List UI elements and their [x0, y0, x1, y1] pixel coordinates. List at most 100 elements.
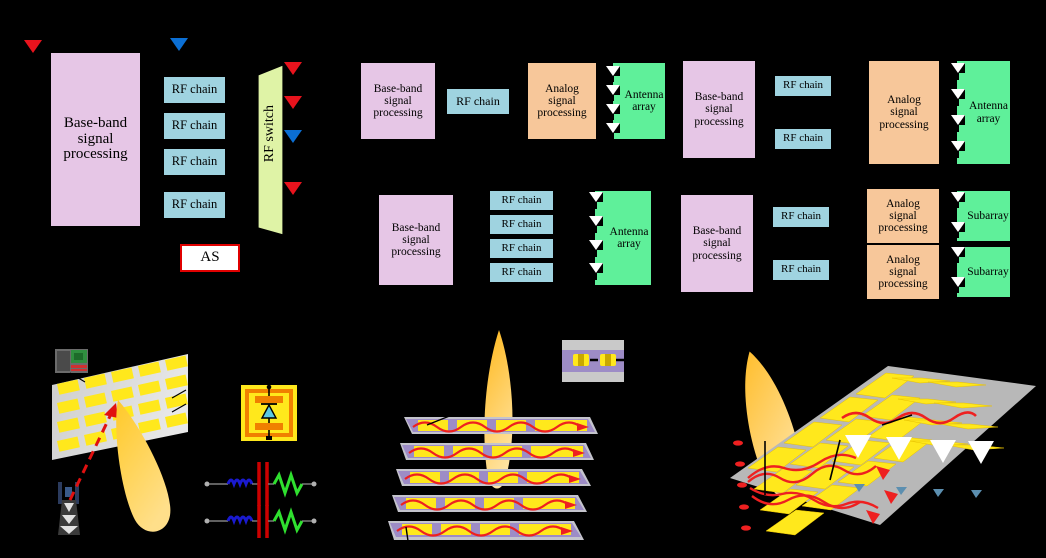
- antenna-stem: [957, 232, 959, 238]
- analog-block: Analog signal processing: [527, 62, 597, 140]
- rf-chain-block: RF chain: [446, 88, 510, 115]
- antenna-icon: [951, 141, 965, 151]
- antenna-stem: [957, 151, 959, 158]
- wave-arrowheads: [866, 466, 898, 524]
- triangle-marker-red: [284, 96, 302, 109]
- rf-chain-block: RF chain: [163, 148, 226, 176]
- incident-wave-small-arrows: [854, 484, 982, 498]
- antenna-array-block: Antenna array: [612, 62, 666, 140]
- antenna-icon: [606, 85, 620, 95]
- antenna-stem: [595, 202, 597, 209]
- antenna-icon: [951, 89, 965, 99]
- baseband-block: Base-band signal processing: [50, 52, 141, 227]
- antenna-stem: [957, 257, 959, 263]
- antenna-icon: [951, 115, 965, 125]
- antenna-stem: [595, 273, 597, 280]
- antenna-stem: [612, 114, 614, 120]
- antenna-icon: [606, 123, 620, 133]
- triangle-marker-red: [284, 182, 302, 195]
- patch-detail-inset: [562, 340, 630, 382]
- antenna-icon: [951, 192, 965, 202]
- subarray-block: Subarray: [956, 190, 1011, 242]
- chip-leader-line: [69, 372, 86, 383]
- antenna-icon: [589, 216, 603, 226]
- antenna-stem: [612, 76, 614, 82]
- surface-waves: [747, 453, 879, 510]
- waveguide-row: [396, 469, 591, 486]
- reference-wave: [841, 411, 977, 425]
- planar-array-panel: [730, 366, 1036, 536]
- antenna-stem: [957, 125, 959, 132]
- pcb-chip-icon: [55, 349, 88, 373]
- incident-beam-arrow: [68, 403, 118, 501]
- antenna-icon: [589, 240, 603, 250]
- antenna-stem: [612, 133, 614, 139]
- rf-chain-block: RF chain: [774, 75, 832, 97]
- rf-chain-block: RF chain: [772, 259, 830, 281]
- antenna-stem: [612, 95, 614, 101]
- antenna-stem: [957, 287, 959, 293]
- feed-ports: [733, 440, 751, 531]
- unit-cell-detail: [241, 384, 297, 441]
- subarray-block: Subarray: [956, 246, 1011, 298]
- baseband-block: Base-band signal processing: [680, 194, 754, 293]
- rf-chain-block: RF chain: [163, 191, 226, 219]
- antenna-icon: [951, 63, 965, 73]
- rf-chain-block: RF chain: [489, 214, 554, 235]
- rf-switch-polygon: [257, 64, 284, 236]
- baseband-line1: Base-band: [63, 114, 128, 131]
- antenna-array-block: Antenna array: [956, 60, 1011, 165]
- base-station-tower-icon: [58, 482, 80, 535]
- antenna-stem: [957, 99, 959, 106]
- baseband-block: Base-band signal processing: [378, 194, 454, 286]
- rf-chain-block: RF chain: [772, 206, 830, 228]
- antenna-icon: [951, 277, 965, 287]
- rf-chain-block: RF chain: [489, 238, 554, 259]
- antenna-array-block: Antenna array: [594, 190, 652, 286]
- antenna-icon: [951, 247, 965, 257]
- antenna-icon: [606, 66, 620, 76]
- waveguide-row: [404, 417, 598, 434]
- bowtie-patch: [573, 354, 589, 366]
- waveguide-row: [388, 521, 584, 540]
- baseband-block: Base-band signal processing: [360, 62, 436, 140]
- annotation-leaders: [400, 371, 543, 554]
- rf-chain-block: RF chain: [774, 128, 832, 150]
- analog-block: Analog signal processing: [866, 244, 940, 300]
- resistor-icon: [272, 470, 304, 498]
- analog-block: Analog signal processing: [866, 188, 940, 244]
- incident-wave-arrows: [845, 435, 994, 464]
- antenna-stem: [957, 73, 959, 80]
- antenna-icon: [951, 222, 965, 232]
- triangle-marker-blue: [170, 38, 188, 51]
- antenna-icon: [589, 192, 603, 202]
- triangle-marker-blue: [284, 130, 302, 143]
- baseband-block: Base-band signal processing: [682, 60, 756, 159]
- triangle-marker-red: [284, 62, 302, 75]
- baseband-line2: signal: [77, 130, 114, 147]
- antenna-icon: [606, 104, 620, 114]
- as-block: AS: [180, 244, 240, 272]
- reflected-beam-lobe: [116, 400, 171, 532]
- annotation-leaders: [764, 414, 913, 495]
- baseband-line3: processing: [63, 146, 128, 163]
- antenna-stem: [957, 202, 959, 208]
- waveguide-stack: [388, 417, 598, 540]
- equivalent-circuit: [204, 462, 317, 538]
- analog-block: Analog signal processing: [868, 60, 940, 165]
- rf-chain-block: RF chain: [163, 112, 226, 140]
- inductor-icon: [226, 478, 254, 489]
- rf-chain-block: RF chain: [163, 76, 226, 104]
- waveguide-row: [392, 495, 587, 512]
- rf-chain-block: RF chain: [489, 190, 554, 211]
- antenna-stem: [595, 250, 597, 257]
- antenna-icon: [589, 263, 603, 273]
- rf-chain-block: RF chain: [489, 262, 554, 283]
- antenna-stem: [595, 226, 597, 233]
- waveguide-row: [400, 443, 594, 460]
